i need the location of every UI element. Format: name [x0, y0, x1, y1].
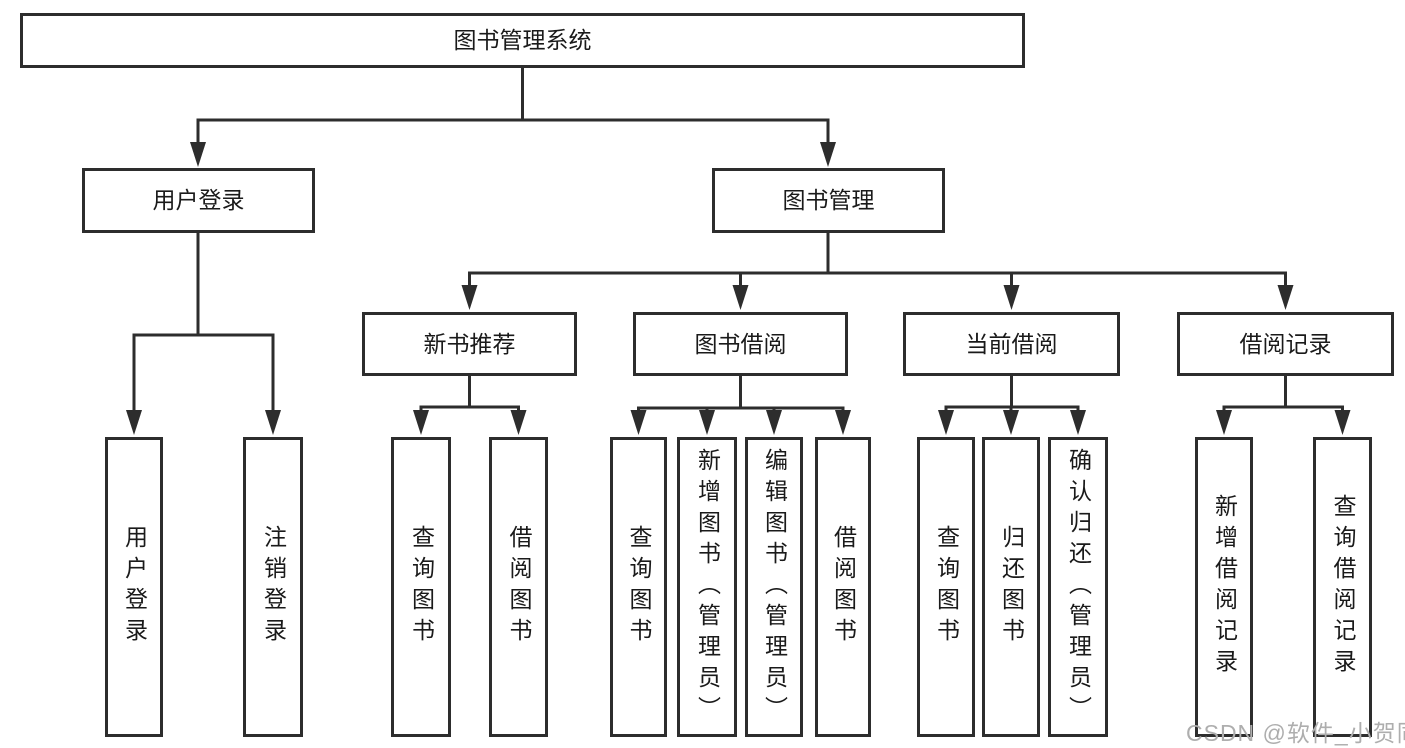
node-current-borrow: 当前借阅 [903, 312, 1120, 376]
leaf-recommend-borrow-books: 借阅图书 [489, 437, 548, 737]
leaf-borrow-query-books: 查询图书 [610, 437, 667, 737]
node-new-book-recommend: 新书推荐 [362, 312, 577, 376]
connector-root-to-level2 [196, 68, 830, 148]
leaf-records-add-record: 新增借阅记录 [1195, 437, 1253, 737]
node-user-login: 用户登录 [82, 168, 315, 233]
connector-bookmgmt-to-level3 [468, 233, 1287, 292]
leaf-current-return-books: 归还图书 [982, 437, 1040, 737]
node-root: 图书管理系统 [20, 13, 1025, 68]
leaf-current-confirm-return-admin: 确认归还（管理员） [1048, 437, 1108, 737]
node-book-borrow: 图书借阅 [633, 312, 848, 376]
leaf-borrow-edit-books-admin: 编辑图书（管理员） [745, 437, 803, 737]
csdn-watermark: CSDN @软件_小贺同学 [1186, 720, 1405, 746]
connector-newbook-to-leaves [419, 376, 520, 420]
arrowheads [126, 142, 1351, 435]
leaf-recommend-query-books: 查询图书 [391, 437, 451, 737]
leaf-logout: 注销登录 [243, 437, 303, 737]
leaf-current-query-books: 查询图书 [917, 437, 975, 737]
connector-userlogin-to-leaves [132, 233, 275, 418]
leaf-user-login: 用户登录 [105, 437, 163, 737]
leaf-borrow-borrow-books: 借阅图书 [815, 437, 871, 737]
node-book-management: 图书管理 [712, 168, 945, 233]
leaf-borrow-add-books-admin: 新增图书（管理员） [677, 437, 737, 737]
node-borrow-records: 借阅记录 [1177, 312, 1394, 376]
connector-borrow-to-leaves [637, 376, 845, 420]
connector-records-to-leaves [1222, 376, 1344, 420]
leaf-records-query-record: 查询借阅记录 [1313, 437, 1372, 737]
